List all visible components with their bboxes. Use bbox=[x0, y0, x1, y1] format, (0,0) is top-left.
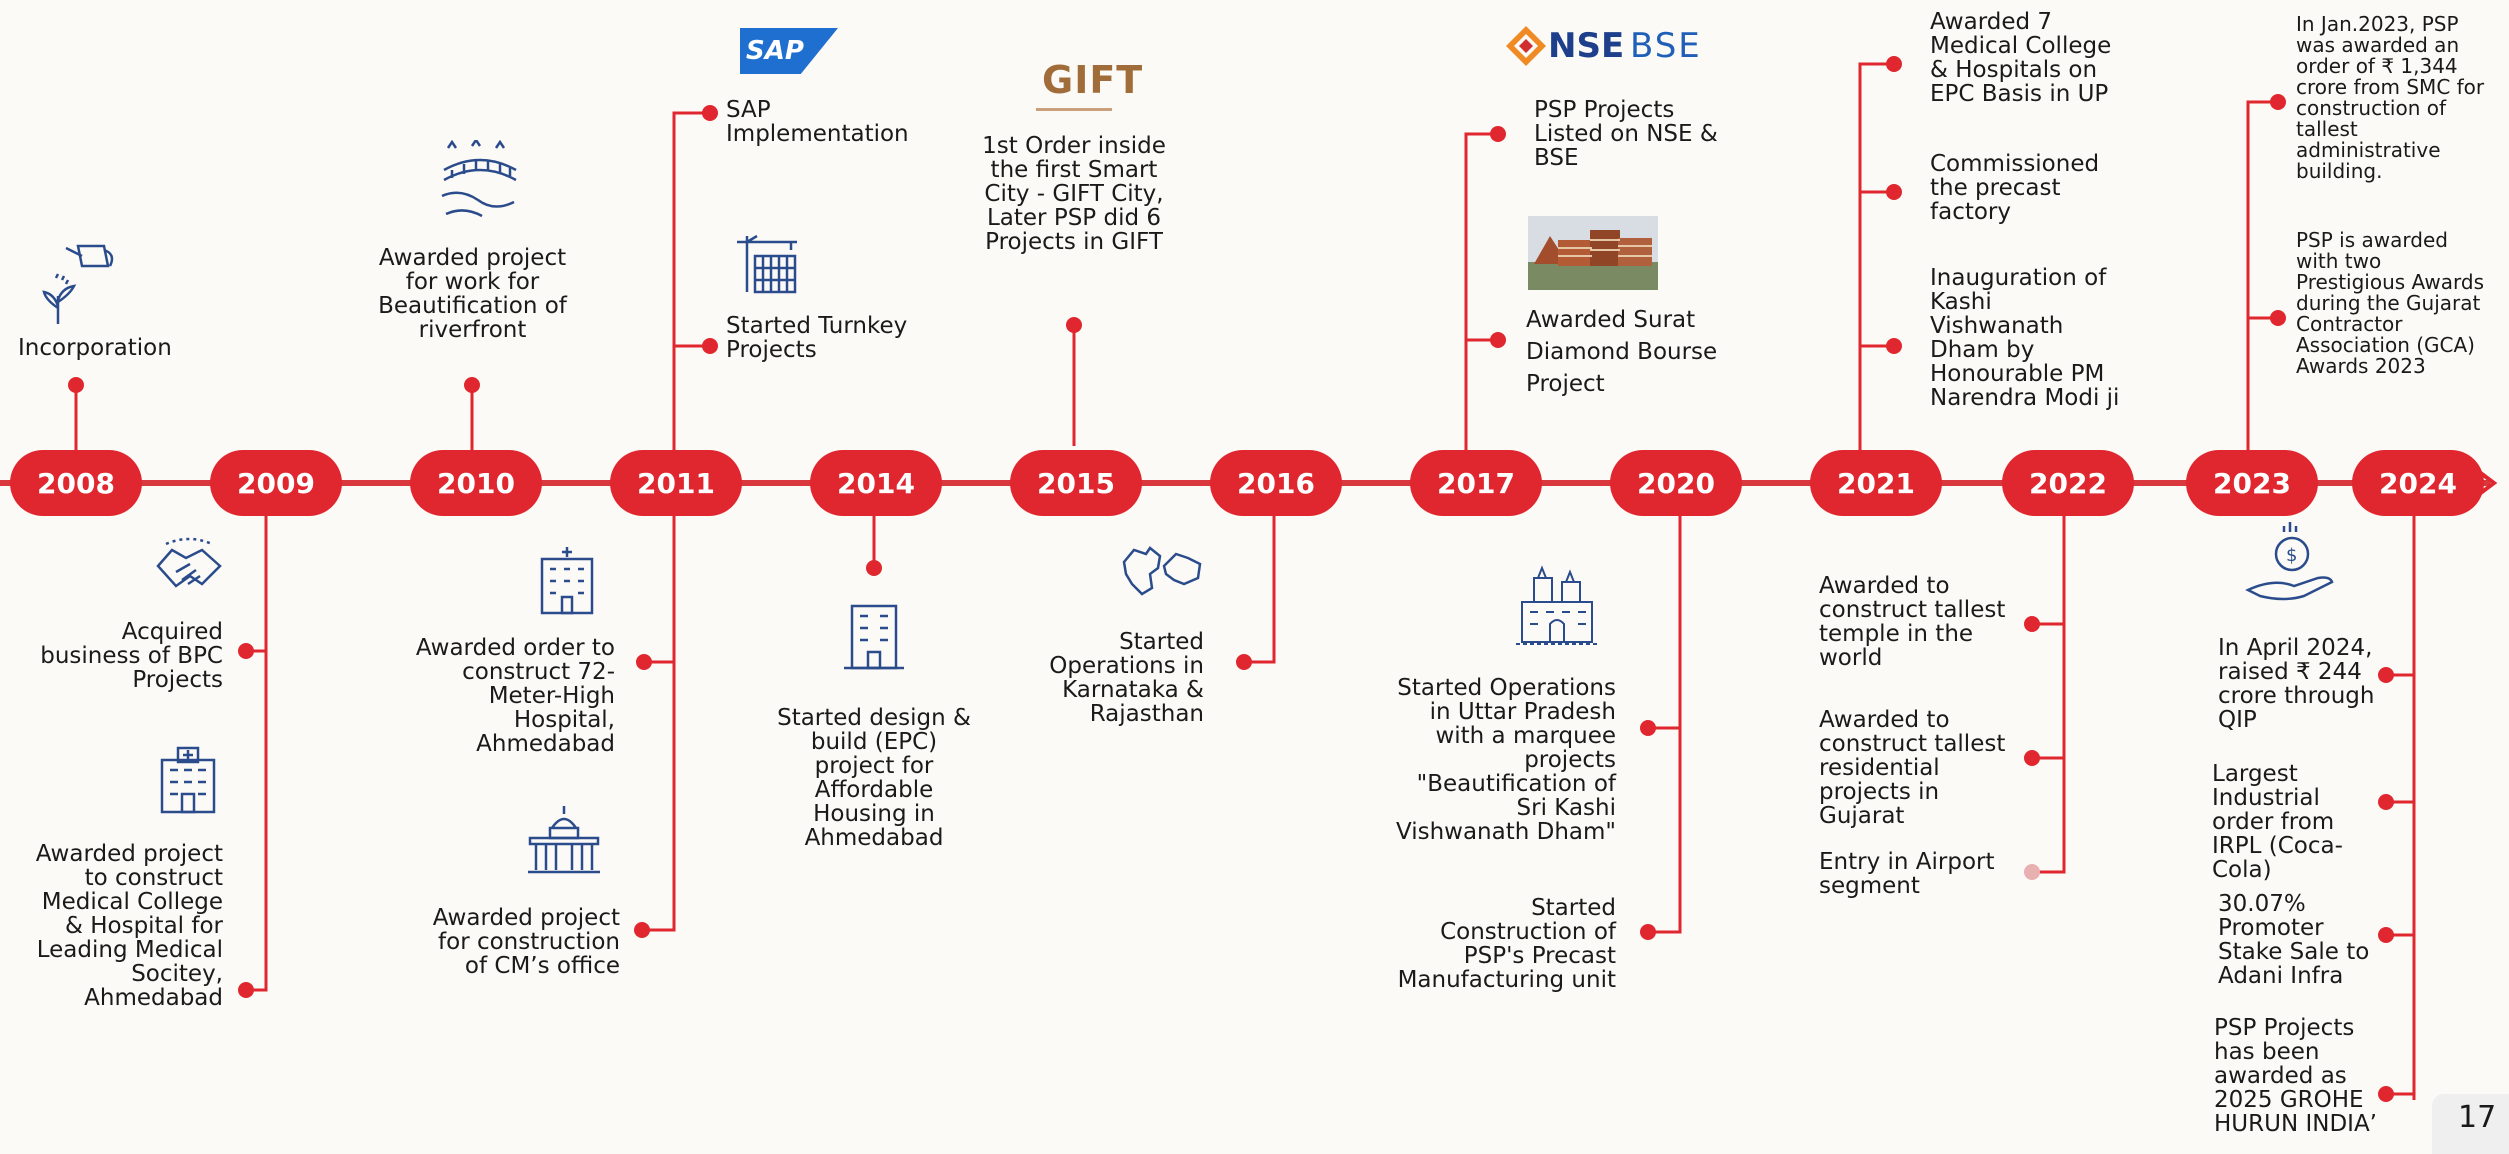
milestone-2011-turnkey: Started Turnkey Projects bbox=[726, 313, 908, 363]
milestone-2020-up: Started Operations in Uttar Pradesh with… bbox=[1395, 675, 1616, 845]
milestone-2024-qip: In April 2024, raised ₹ 244 crore throug… bbox=[2218, 635, 2375, 733]
milestone-2021-precast: Commissioned the precast factory bbox=[1930, 151, 2100, 225]
milestone-2024-irpl: Largest Industrial order from IRPL (Coca… bbox=[2212, 761, 2343, 883]
svg-text:$: $ bbox=[2286, 545, 2297, 566]
year-pill-2023: 2023 bbox=[2186, 450, 2318, 516]
handshake-icon bbox=[156, 537, 222, 588]
year-pill-2016: 2016 bbox=[1210, 450, 1342, 516]
connector-2011 bbox=[646, 111, 708, 932]
milestone-2011-sap: SAP Implementation bbox=[726, 97, 909, 147]
year-pill-2024: 2024 bbox=[2352, 450, 2484, 516]
apartment-building-icon bbox=[844, 604, 904, 670]
milestone-2022-airport: Entry in Airport segment bbox=[1819, 849, 1995, 899]
year-pill-2014: 2014 bbox=[810, 450, 942, 516]
milestone-2024-adani: 30.07% Promoter Stake Sale to Adani Infr… bbox=[2218, 891, 2370, 989]
year-pill-2015: 2015 bbox=[1010, 450, 1142, 516]
nse-logo-text: NSE bbox=[1548, 26, 1625, 66]
year-pill-2020: 2020 bbox=[1610, 450, 1742, 516]
diamond-bourse-photo bbox=[1528, 216, 1658, 290]
gift-logo-text: GIFT bbox=[1042, 58, 1144, 102]
milestone-2023-smc: In Jan.2023, PSP was awarded an order of… bbox=[2296, 12, 2485, 183]
hospital-building-icon bbox=[160, 746, 216, 814]
hospital-tower-icon bbox=[540, 547, 594, 615]
year-pill-2011: 2011 bbox=[610, 450, 742, 516]
temple-icon bbox=[1516, 565, 1598, 645]
milestone-2021-kashi: Inauguration of Kashi Vishwanath Dham by… bbox=[1930, 265, 2120, 411]
connector-2016 bbox=[1244, 516, 1276, 664]
sap-logo-text: SAP bbox=[746, 36, 804, 66]
milestone-2017-diamond: Awarded Surat Diamond Bourse Project bbox=[1526, 307, 1718, 397]
year-pill-2010: 2010 bbox=[410, 450, 542, 516]
milestone-2022-temple: Awarded to construct tallest temple in t… bbox=[1819, 573, 2006, 671]
milestone-2016-states: Started Operations in Karnataka & Rajast… bbox=[1049, 629, 1204, 727]
milestone-2015-gift: 1st Order inside the first Smart City - … bbox=[982, 133, 1166, 255]
year-pill-2022: 2022 bbox=[2002, 450, 2134, 516]
watering-can-icon bbox=[42, 244, 114, 324]
gift-logo-underline bbox=[1036, 108, 1112, 111]
connector-2017 bbox=[1464, 132, 1498, 450]
milestone-2017-listed: PSP Projects Listed on NSE & BSE bbox=[1534, 97, 1718, 171]
year-pill-2008: 2008 bbox=[10, 450, 142, 516]
milestone-2024-grohe: PSP Projects has been awarded as 2025 GR… bbox=[2214, 1015, 2377, 1137]
page-number: 17 bbox=[2432, 1094, 2509, 1154]
connector-2023 bbox=[2246, 100, 2276, 450]
milestone-2008-incorporation: Incorporation bbox=[18, 335, 172, 361]
connector-2020 bbox=[1648, 516, 1682, 934]
milestone-2023-gca: PSP is awarded with two Prestigious Awar… bbox=[2296, 228, 2485, 378]
year-pill-2021: 2021 bbox=[1810, 450, 1942, 516]
milestone-dots bbox=[68, 56, 2394, 1102]
milestone-2010-riverfront: Awarded project for work for Beautificat… bbox=[378, 245, 567, 343]
coin-hand-icon: $ bbox=[2245, 522, 2334, 601]
construction-crane-icon bbox=[737, 234, 797, 294]
year-pill-2009: 2009 bbox=[210, 450, 342, 516]
connector-2021 bbox=[1858, 62, 1894, 450]
gift-city-logo: GIFT bbox=[1022, 50, 1142, 120]
connector-2009 bbox=[248, 516, 268, 992]
nse-logo-mark bbox=[1506, 26, 1546, 66]
milestone-2010-hospital: Awarded order to construct 72-Meter-High… bbox=[415, 635, 615, 757]
riverfront-bridge-icon bbox=[441, 140, 517, 218]
bse-logo-text: BSE bbox=[1630, 26, 1702, 66]
milestone-2010-cm-office: Awarded project for construction of CM’s… bbox=[432, 905, 620, 979]
nse-bse-logos: NSE BSE bbox=[1506, 22, 1712, 70]
milestone-2021-medical: Awarded 7 Medical College & Hospitals on… bbox=[1930, 9, 2112, 107]
milestone-2014-epc: Started design & build (EPC) project for… bbox=[777, 705, 971, 851]
connector-2022 bbox=[2034, 516, 2066, 874]
government-building-icon bbox=[528, 806, 600, 874]
milestone-2009-medical: Awarded project to construct Medical Col… bbox=[35, 841, 223, 1011]
timeline-arrow bbox=[2476, 469, 2498, 497]
year-pill-2017: 2017 bbox=[1410, 450, 1542, 516]
state-map-icon bbox=[1122, 546, 1202, 596]
milestone-2020-precast: Started Construction of PSP's Precast Ma… bbox=[1397, 895, 1616, 993]
milestone-2009-bpc: Acquired business of BPC Projects bbox=[40, 619, 223, 693]
milestone-2022-residential: Awarded to construct tallest residential… bbox=[1819, 707, 2006, 829]
